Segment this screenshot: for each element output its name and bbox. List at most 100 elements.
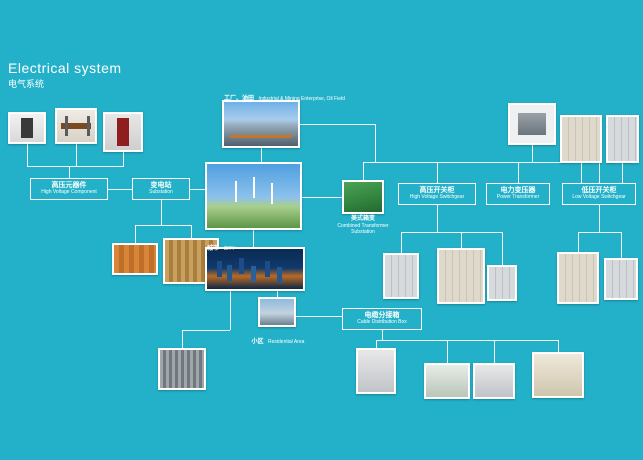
node-cable-distribution-box: 电缆分接箱 Cable Distribution Box <box>342 308 422 330</box>
node-label-zh: 电力变压器 <box>500 187 536 195</box>
connector-line <box>230 291 231 330</box>
connector-line <box>382 330 383 340</box>
connector-line <box>277 291 278 297</box>
node-label-en: High Voltage Component <box>41 189 97 196</box>
outdoor-box-4-photo <box>532 352 584 398</box>
distribution-transformer-photo <box>158 348 206 390</box>
connector-line <box>182 330 183 348</box>
switchgear-cabinet-a-photo <box>560 115 602 163</box>
connector-line <box>27 166 124 167</box>
city-caption-en: CITY <box>223 246 235 252</box>
node-high-voltage-component: 高压元器件 High Voltage Component <box>30 178 108 200</box>
city-caption-zh: 城市 <box>207 246 220 252</box>
connector-line <box>123 152 124 166</box>
connector-line <box>27 144 28 166</box>
node-label-zh: 高压开关柜 <box>419 187 455 195</box>
connector-line <box>461 232 462 248</box>
outdoor-box-3-photo <box>473 363 515 399</box>
connector-line <box>108 189 132 190</box>
node-substation: 变电站 Substation <box>132 178 190 200</box>
connector-line <box>182 330 230 331</box>
connector-line <box>363 162 364 180</box>
connector-line <box>135 225 192 226</box>
node-high-voltage-switchgear: 高压开关柜 High Voltage Switchgear <box>398 183 476 205</box>
connector-line <box>363 162 599 163</box>
connector-line <box>502 232 503 265</box>
connector-line <box>532 145 533 162</box>
node-label-zh: 高压元器件 <box>51 182 87 190</box>
connector-line <box>447 340 448 363</box>
compact-substation-photo <box>342 180 384 214</box>
connector-line <box>599 205 600 232</box>
industrial-caption-en: Industrial & Mining Enterprise, Oil Fiel… <box>258 96 345 102</box>
compact-substation-caption-en1: Combined Transformer <box>337 223 389 230</box>
connector-line <box>622 163 623 183</box>
node-label-en: Low Voltage Switchgear <box>572 194 626 201</box>
connector-line <box>578 232 621 233</box>
industrial-area-photo <box>222 100 300 148</box>
connector-line <box>375 124 376 162</box>
residential-buildings-photo <box>258 297 296 327</box>
node-label-zh: 变电站 <box>150 182 172 190</box>
outdoor-box-2-photo <box>424 363 470 399</box>
compact-substation-caption-en2: Substation <box>351 229 375 236</box>
oil-transformer-photo <box>508 103 556 145</box>
outdoor-box-1-photo <box>356 348 396 394</box>
connector-line <box>376 340 377 348</box>
connector-line <box>578 232 579 252</box>
compact-substation-caption-zh: 美式箱变 <box>350 216 375 222</box>
connector-line <box>302 197 342 198</box>
city-night-photo <box>205 247 305 291</box>
container-substation-photo <box>112 243 158 275</box>
connector-line <box>621 232 622 258</box>
high-voltage-fuse-photo <box>8 112 46 144</box>
lv-cabinet-2-photo <box>604 258 638 300</box>
connector-line <box>253 230 254 247</box>
industrial-caption-zh: 工厂、油田 <box>224 96 255 102</box>
connector-line <box>437 162 438 183</box>
connector-line <box>437 205 438 232</box>
connector-line <box>69 166 70 178</box>
surge-arrester-photo <box>103 112 143 152</box>
switchgear-cabinet-b-photo <box>606 115 639 163</box>
node-label-en: Cable Distribution Box <box>357 319 407 326</box>
connector-line <box>191 225 192 238</box>
connector-line <box>518 162 519 183</box>
connector-line <box>401 232 502 233</box>
connector-line <box>261 148 262 162</box>
wind-solar-farm-photo <box>205 162 302 230</box>
connector-line <box>161 200 162 225</box>
hv-cabinet-3-photo <box>487 265 517 301</box>
industrial-caption: 工厂、油田 Industrial & Mining Enterprise, Oi… <box>224 86 404 105</box>
connector-line <box>558 340 559 352</box>
disconnect-switch-photo <box>55 108 97 144</box>
node-label-en: Substation <box>149 189 173 196</box>
connector-line <box>494 340 495 363</box>
node-low-voltage-switchgear: 低压开关柜 Low Voltage Switchgear <box>562 183 636 205</box>
connector-line <box>76 144 77 166</box>
page-title: Electrical system <box>8 60 122 76</box>
hv-cabinet-2-photo <box>437 248 485 304</box>
node-label-en: Power Transformer <box>496 194 540 201</box>
city-caption: 城市 CITY <box>207 236 307 255</box>
connector-line <box>376 340 558 341</box>
connector-line <box>581 163 582 183</box>
node-label-zh: 低压开关柜 <box>581 187 617 195</box>
title-block: Electrical system 电气系统 <box>8 60 122 90</box>
lv-cabinet-1-photo <box>557 252 599 304</box>
connector-line <box>135 225 136 243</box>
compact-substation-caption: 美式箱变 Combined Transformer Substation <box>334 216 392 235</box>
residential-caption-en: Residential Area <box>268 339 305 345</box>
node-label-zh: 电缆分接箱 <box>364 312 400 320</box>
connector-line <box>401 232 402 253</box>
connector-line <box>296 316 342 317</box>
connector-line <box>300 124 375 125</box>
connector-line <box>190 189 205 190</box>
hv-cabinet-1-photo <box>383 253 419 299</box>
node-label-en: High Voltage Switchgear <box>409 194 465 201</box>
page-subtitle: 电气系统 <box>8 79 45 89</box>
residential-caption-zh: 小区 <box>251 339 264 345</box>
connector-line <box>599 162 600 183</box>
residential-caption: 小区 Residential Area <box>240 329 316 348</box>
